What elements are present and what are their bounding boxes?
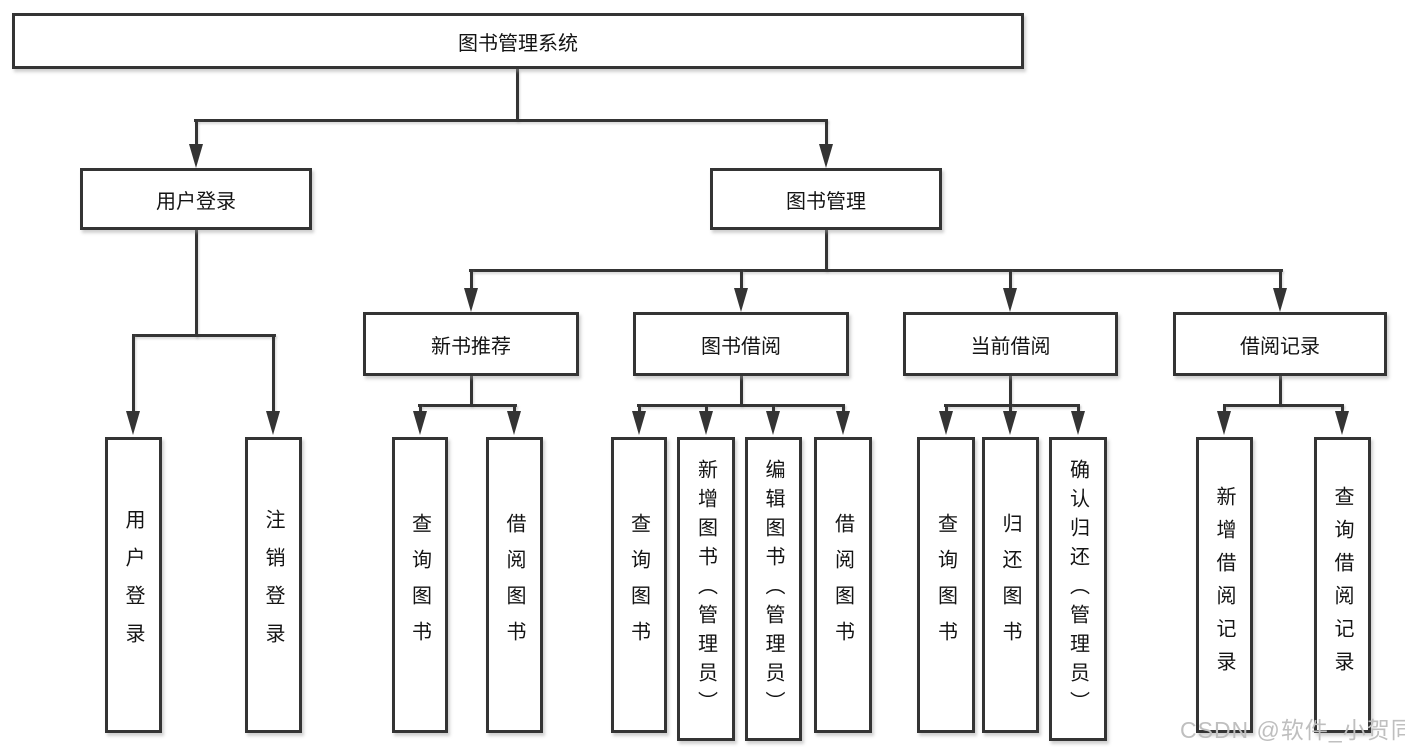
node-user-login: 用户登录 [80, 168, 312, 230]
connector-drop [418, 404, 422, 412]
connector-book-borrow-hline [637, 404, 845, 407]
connector-drop-leaf-user-login [132, 334, 135, 412]
arrow-to-borrow-books-2 [836, 411, 850, 435]
connector-drop [1009, 404, 1012, 412]
leaf-query-books-1: 查询图书 [392, 437, 448, 733]
connector-current-borrow-hline [944, 404, 1080, 407]
connector-book-borrow-stem [739, 376, 743, 406]
arrow-to-query-books-1 [413, 411, 427, 435]
connector-l2-hline [469, 269, 1283, 272]
connector-user-login-stem [194, 230, 198, 337]
leaf-query-borrow-record: 查询借阅记录 [1314, 437, 1371, 733]
connector-root-stem [516, 69, 519, 121]
arrow-to-new-book [464, 288, 478, 312]
arrow-to-borrow-books-1 [507, 411, 521, 435]
connector-drop [1341, 404, 1344, 412]
leaf-edit-book-admin: 编辑图书（管理员） [745, 437, 802, 741]
leaf-borrow-books-1: 借阅图书 [486, 437, 543, 733]
node-book-borrowing: 图书借阅 [633, 312, 849, 376]
connector-drop-current-borrow [1009, 269, 1012, 290]
connector-user-login-hline [132, 334, 276, 337]
leaf-logout: 注销登录 [245, 437, 302, 733]
node-current-borrowing: 当前借阅 [903, 312, 1118, 376]
connector-borrow-record-stem [1279, 376, 1282, 406]
arrow-to-query-books-3 [939, 411, 953, 435]
arrow-to-return-books [1003, 411, 1017, 435]
connector-drop [772, 404, 775, 412]
leaf-borrow-books-2: 借阅图书 [814, 437, 872, 733]
node-book-management: 图书管理 [710, 168, 942, 230]
connector-drop-book-borrow [739, 269, 743, 290]
arrow-to-leaf-user-login [126, 411, 140, 435]
connector-drop-leaf-logout [272, 334, 275, 412]
arrow-to-user-login [189, 144, 203, 168]
connector-drop [1223, 404, 1226, 412]
leaf-query-books-3: 查询图书 [917, 437, 975, 733]
connector-l1-drop-right [824, 119, 828, 146]
connector-drop [841, 404, 845, 412]
node-borrowing-records: 借阅记录 [1173, 312, 1387, 376]
leaf-confirm-return-admin: 确认归还（管理员） [1049, 437, 1107, 741]
connector-drop-new-book [469, 269, 473, 290]
arrow-to-book-borrow [734, 288, 748, 312]
node-new-book-recommendation: 新书推荐 [363, 312, 579, 376]
connector-drop [944, 404, 948, 412]
connector-l1-hline [194, 119, 828, 122]
connector-drop-borrow-record [1279, 269, 1282, 290]
connector-current-borrow-stem [1009, 376, 1012, 406]
arrow-to-query-books-2 [632, 411, 646, 435]
arrow-to-confirm-return-admin [1071, 411, 1085, 435]
arrow-to-current-borrow [1003, 288, 1017, 312]
connector-borrow-record-hline [1223, 404, 1344, 407]
connector-drop [1076, 404, 1080, 412]
connector-drop [637, 404, 641, 412]
arrow-to-add-borrow-record [1217, 411, 1231, 435]
arrow-to-book-management [819, 144, 833, 168]
leaf-query-books-2: 查询图书 [611, 437, 667, 733]
connector-book-mgmt-stem [824, 230, 828, 271]
arrow-to-borrow-record [1273, 288, 1287, 312]
leaf-user-login: 用户登录 [105, 437, 162, 733]
leaf-return-books: 归还图书 [982, 437, 1039, 733]
node-library-system: 图书管理系统 [12, 13, 1024, 69]
connector-new-book-stem [469, 376, 473, 406]
arrow-to-query-borrow-record [1335, 411, 1349, 435]
connector-drop [513, 404, 516, 412]
leaf-add-borrow-record: 新增借阅记录 [1196, 437, 1253, 733]
arrow-to-add-book-admin [699, 411, 713, 435]
watermark: CSDN @软件_小贺同学 [1180, 717, 1405, 743]
leaf-add-book-admin: 新增图书（管理员） [677, 437, 735, 741]
arrow-to-edit-book-admin [766, 411, 780, 435]
connector-new-book-hline [418, 404, 517, 407]
connector-drop [704, 404, 708, 412]
arrow-to-leaf-logout [266, 411, 280, 435]
connector-l1-drop-left [194, 119, 198, 146]
